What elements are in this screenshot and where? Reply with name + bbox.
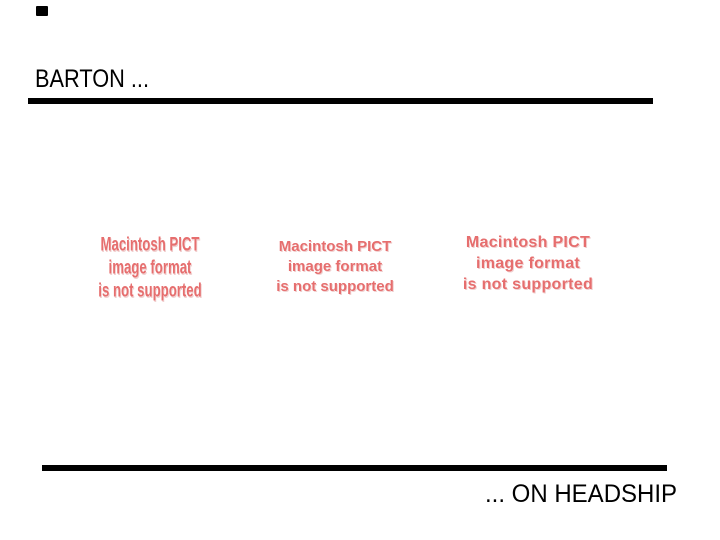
pict-placeholder-line: Macintosh PICT bbox=[100, 234, 200, 256]
slide-title: BARTON ... bbox=[35, 65, 150, 93]
pict-placeholder-line: Macintosh PICT bbox=[278, 238, 392, 255]
pict-placeholder-line: image format bbox=[475, 255, 581, 272]
pict-placeholder-1: Macintosh PICT image format is not suppo… bbox=[88, 234, 211, 303]
pict-placeholder-3: Macintosh PICT image format is not suppo… bbox=[443, 232, 613, 295]
title-underline bbox=[28, 98, 653, 104]
pict-placeholder-line: image format bbox=[287, 258, 383, 275]
pict-placeholder-line: is not supported bbox=[98, 280, 202, 302]
pict-placeholder-2: Macintosh PICT image format is not suppo… bbox=[255, 237, 415, 297]
pict-placeholder-line: is not supported bbox=[276, 278, 394, 295]
pict-placeholder-line: Macintosh PICT bbox=[465, 234, 591, 251]
pict-placeholder-line: image format bbox=[108, 257, 192, 279]
footer-rule bbox=[42, 465, 667, 471]
pict-placeholder-line: is not supported bbox=[462, 276, 594, 293]
slide-footer: ... ON HEADSHIP bbox=[484, 480, 677, 508]
corner-artifact bbox=[36, 6, 48, 16]
